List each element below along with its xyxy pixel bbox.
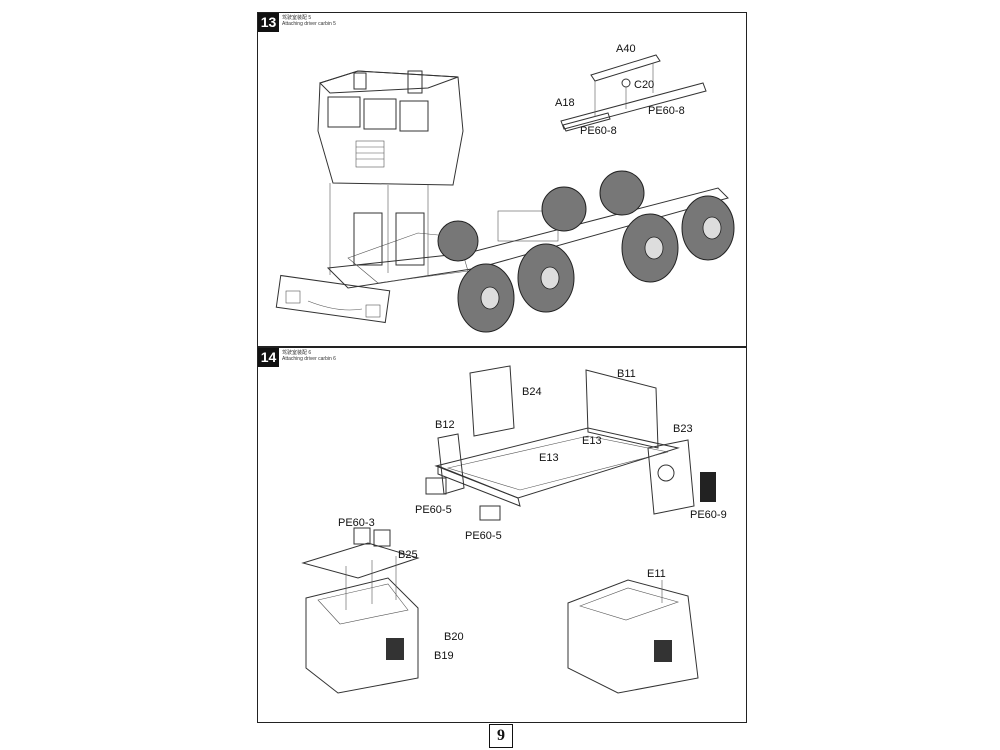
- part-label: B23: [673, 423, 693, 435]
- part-label: PE60-3: [338, 517, 375, 529]
- floor-panels: [425, 365, 716, 521]
- part-label: A40: [616, 43, 636, 55]
- step-caption: 驾驶室装配 5 Attaching driver carbin 5: [282, 15, 336, 27]
- part-label: E13: [539, 452, 559, 464]
- truck-chassis-illustration: [275, 54, 735, 333]
- parts-a40-c20-a18: [560, 54, 707, 132]
- step-14-panel: 14 驾驶室装配 6 Attaching driver carbin 6: [257, 347, 747, 723]
- part-label: B25: [398, 549, 418, 561]
- part-label: E13: [582, 435, 602, 447]
- part-label: PE60-9: [690, 509, 727, 521]
- part-label: E11: [647, 568, 666, 580]
- step-caption-en: Attaching driver carbin 6: [282, 356, 336, 362]
- step-caption-cn: 驾驶室装配 5: [282, 15, 312, 21]
- tires: [437, 170, 735, 333]
- step-caption-en: Attaching driver carbin 5: [282, 21, 336, 27]
- part-label: PE60-5: [415, 504, 452, 516]
- part-label: B24: [522, 386, 542, 398]
- part-label: PE60-8: [580, 125, 617, 137]
- page-number: 9: [489, 724, 513, 748]
- step-number: 13: [258, 13, 279, 32]
- part-label: PE60-8: [648, 105, 685, 117]
- part-label: PE60-5: [465, 530, 502, 542]
- step-number: 14: [258, 348, 279, 367]
- step-caption-cn: 驾驶室装配 6: [282, 350, 312, 356]
- part-label: B12: [435, 419, 455, 431]
- seats: [353, 212, 425, 266]
- cab-drawing: [317, 70, 464, 275]
- cab-interior-illustration: [301, 365, 716, 694]
- cab-body-right: [567, 579, 699, 694]
- step-13-panel: 13 驾驶室装配 5 Attaching driver carbin 5: [257, 12, 747, 347]
- part-label: B11: [617, 368, 636, 380]
- cab-body-left: [301, 527, 420, 694]
- part-label: A18: [555, 97, 575, 109]
- part-label: B20: [444, 631, 464, 643]
- part-label: B19: [434, 650, 454, 662]
- part-label: C20: [634, 79, 655, 91]
- step-caption: 驾驶室装配 6 Attaching driver carbin 6: [282, 350, 336, 362]
